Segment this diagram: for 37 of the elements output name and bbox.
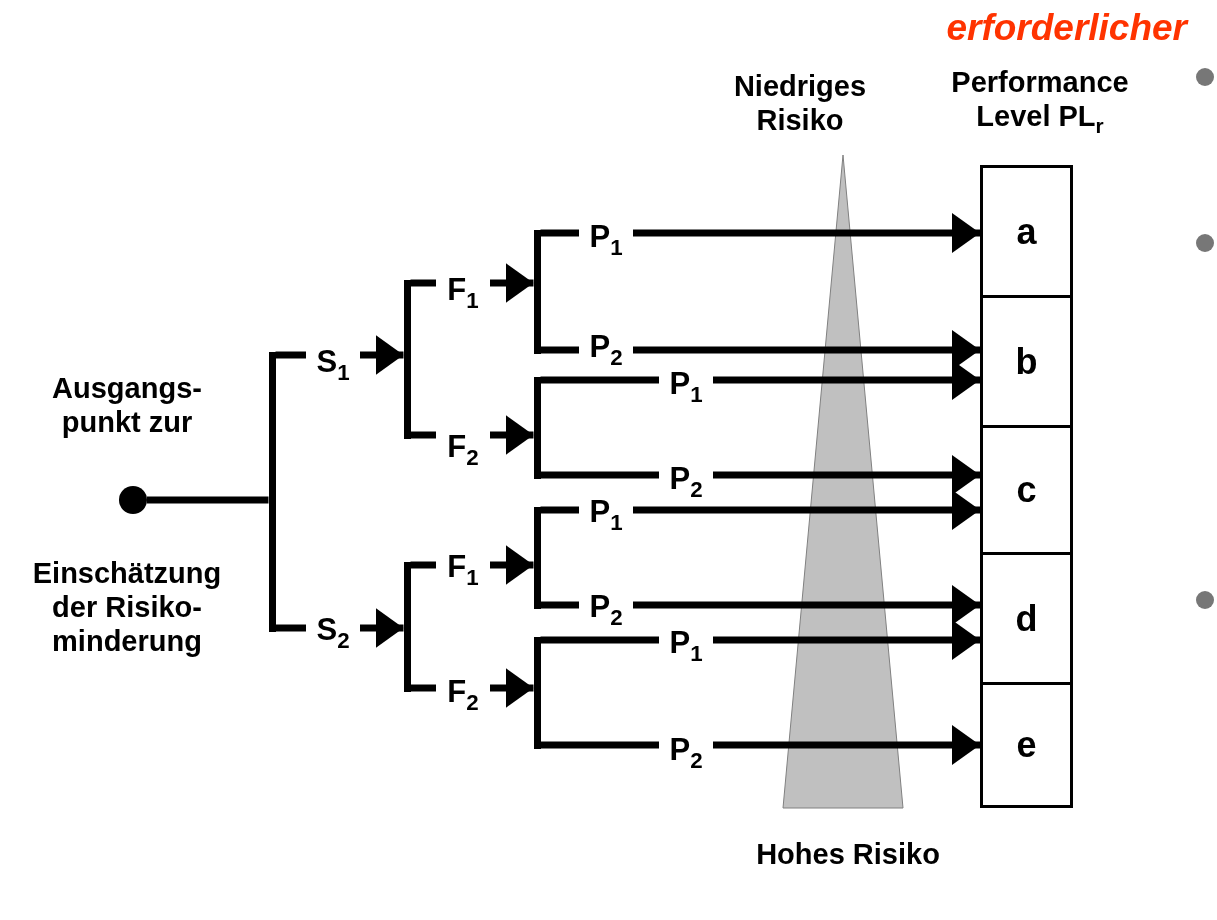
branch-bar [533, 376, 541, 479]
branch-label: P$_{2}$ [659, 457, 713, 501]
branch-label: P$_{1}$ [579, 215, 633, 259]
scale-caption: Niedriges Risiko [732, 70, 868, 138]
connector-line [147, 496, 269, 504]
column-heading: Performance Level PL$_{r}$ [950, 66, 1130, 134]
branch-bar [403, 279, 411, 439]
branch-label: P$_{2}$ [579, 585, 633, 629]
performance-level-box: c [980, 425, 1073, 555]
start-point-dot [119, 486, 147, 514]
branch-label: P$_{2}$ [659, 728, 713, 772]
branch-label: P$_{2}$ [579, 325, 633, 369]
branch-label: P$_{1}$ [659, 621, 713, 665]
branch-bar [533, 229, 541, 354]
branch-label: P$_{1}$ [659, 362, 713, 406]
branch-bar [533, 506, 541, 609]
arrow [713, 725, 980, 765]
performance-level-box: a [980, 165, 1073, 298]
branch-label: S$_{1}$ [306, 340, 360, 384]
branch-label: S$_{2}$ [306, 608, 360, 652]
branch-label: F$_{1}$ [436, 545, 490, 589]
branch-label: F$_{1}$ [436, 268, 490, 312]
performance-level-box: b [980, 295, 1073, 428]
branch-label: P$_{1}$ [579, 490, 633, 534]
performance-level-box: e [980, 682, 1073, 808]
scale-caption: Hohes Risiko [755, 838, 941, 872]
start-point-caption: Einschätzung der Risiko- minderung [31, 557, 223, 659]
performance-level-box: d [980, 552, 1073, 685]
arrow [713, 455, 980, 495]
start-point-caption: Ausgangs- punkt zur [51, 372, 203, 440]
branch-label: F$_{2}$ [436, 670, 490, 714]
branch-bar [403, 561, 411, 692]
branch-bar [268, 351, 276, 632]
title: erforderlicher [946, 6, 1187, 50]
branch-label: F$_{2}$ [436, 425, 490, 469]
arrow [713, 620, 980, 660]
branch-bar [533, 636, 541, 749]
